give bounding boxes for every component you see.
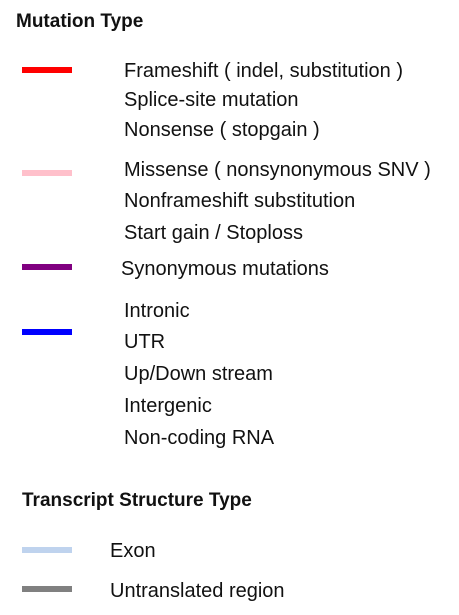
legend-item: Nonframeshift substitution xyxy=(124,190,356,212)
noncoding-swatch xyxy=(22,329,72,335)
utr-swatch xyxy=(22,586,72,592)
legend-item: Intergenic xyxy=(124,395,212,417)
legend-item: Non-coding RNA xyxy=(124,427,275,449)
legend-item: Start gain / Stoploss xyxy=(124,222,303,244)
legend-item: Synonymous mutations xyxy=(121,258,329,280)
missense-swatch xyxy=(22,170,72,176)
frameshift-swatch xyxy=(22,67,72,73)
legend-item: Nonsense ( stopgain ) xyxy=(124,119,320,141)
legend-item: Intronic xyxy=(124,300,190,322)
legend-item: Up/Down stream xyxy=(124,363,273,385)
legend-item: Missense ( nonsynonymous SNV ) xyxy=(124,159,431,181)
legend-item: Untranslated region xyxy=(110,580,285,602)
legend-item: UTR xyxy=(124,331,166,353)
legend-item: Frameshift ( indel, substitution ) xyxy=(124,60,403,82)
mutation-type-title: Mutation Type xyxy=(16,11,144,32)
legend-item: Exon xyxy=(110,540,156,562)
legend-item: Splice-site mutation xyxy=(124,89,299,111)
synonymous-swatch xyxy=(22,264,72,270)
transcript-structure-title: Transcript Structure Type xyxy=(22,490,252,511)
exon-swatch xyxy=(22,547,72,553)
